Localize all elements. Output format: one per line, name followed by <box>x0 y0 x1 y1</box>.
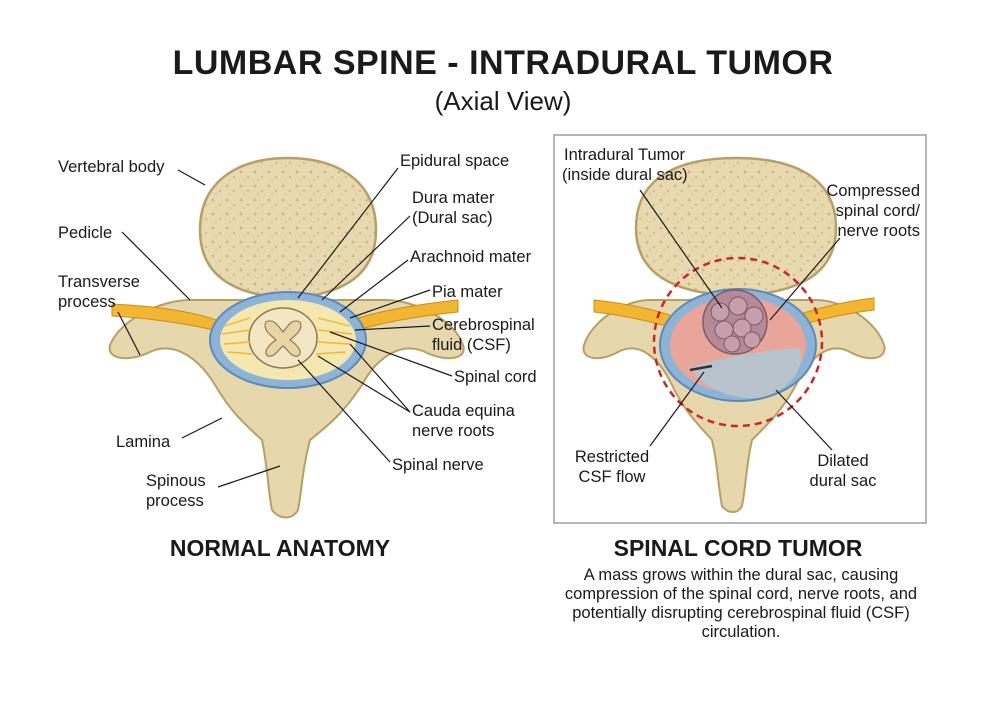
label-restricted-2: CSF flow <box>579 468 646 486</box>
label-dura-2: (Dural sac) <box>412 209 493 227</box>
label-csf-2: fluid (CSF) <box>432 336 511 354</box>
normal-cauda-equina <box>221 317 353 355</box>
label-spinal-cord: Spinal cord <box>454 368 537 386</box>
label-spinous-1: Spinous <box>146 472 206 490</box>
label-compressed-2: spinal cord/ <box>836 202 921 220</box>
tumor-leader-lines <box>639 189 841 451</box>
label-cauda-1: Cauda equina <box>412 402 516 420</box>
label-transverse-2: process <box>58 293 116 311</box>
normal-leader-lines <box>117 167 453 488</box>
label-spinous-2: process <box>146 492 204 510</box>
tumor-description: A mass grows within the dural sac, causi… <box>564 566 918 641</box>
label-intradural-2: (inside dural sac) <box>562 166 688 184</box>
page-title: LUMBAR SPINE - INTRADURAL TUMOR <box>172 44 834 82</box>
tumor-restricted-csf <box>690 348 802 399</box>
label-compressed-3: nerve roots <box>837 222 920 240</box>
label-cauda-2: nerve roots <box>412 422 495 440</box>
page-subtitle: (Axial View) <box>434 86 572 116</box>
label-epidural: Epidural space <box>400 152 509 170</box>
label-pia: Pia mater <box>432 283 503 301</box>
label-compressed-1: Compressed <box>826 182 920 200</box>
label-csf-1: Cerebrospinal <box>432 316 535 334</box>
tumor-vertebra-figure <box>582 156 886 513</box>
tumor-csf-block-mark <box>689 364 713 372</box>
tumor-heading: SPINAL CORD TUMOR <box>614 535 863 561</box>
tumor-mass <box>702 289 768 355</box>
label-spinal-nerve: Spinal nerve <box>392 456 484 474</box>
label-lamina: Lamina <box>116 433 171 451</box>
normal-vertebral-body <box>198 156 378 300</box>
tumor-vertebral-body <box>634 156 838 298</box>
label-dilated-2: dural sac <box>810 472 877 490</box>
normal-posterior-arch <box>108 299 465 519</box>
label-arachnoid: Arachnoid mater <box>410 248 532 266</box>
tumor-highlight-circle <box>652 256 824 428</box>
normal-cord-grey-matter <box>264 320 302 357</box>
label-dilated-1: Dilated <box>817 452 868 470</box>
normal-vertebra-figure <box>108 156 465 519</box>
label-vertebral-body: Vertebral body <box>58 158 165 176</box>
label-pedicle: Pedicle <box>58 224 112 242</box>
label-dura-1: Dura mater <box>412 189 495 207</box>
label-restricted-1: Restricted <box>575 448 649 466</box>
label-intradural-1: Intradural Tumor <box>564 146 686 164</box>
label-transverse-1: Transverse <box>58 273 140 291</box>
normal-heading: NORMAL ANATOMY <box>170 535 390 561</box>
